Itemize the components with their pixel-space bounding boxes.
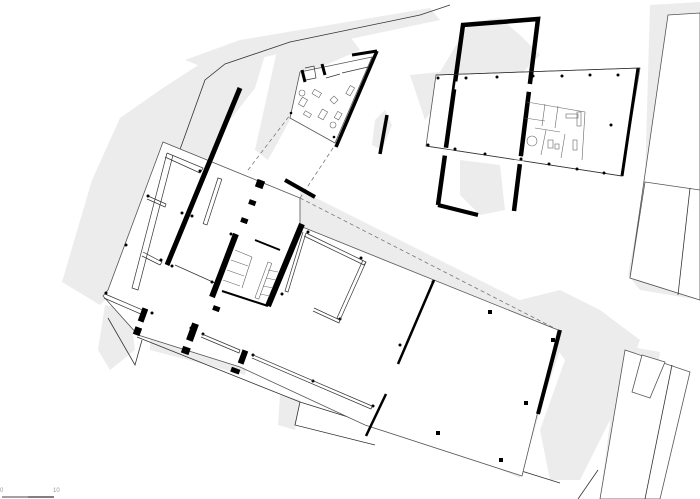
site-boundaries xyxy=(107,4,700,499)
scale-bar-start-label: 0 xyxy=(0,488,4,494)
scale-bar-end-label: 10 xyxy=(53,488,60,494)
cafe-pavilion xyxy=(289,49,389,155)
office-wing xyxy=(425,16,641,217)
main-building xyxy=(102,87,562,477)
